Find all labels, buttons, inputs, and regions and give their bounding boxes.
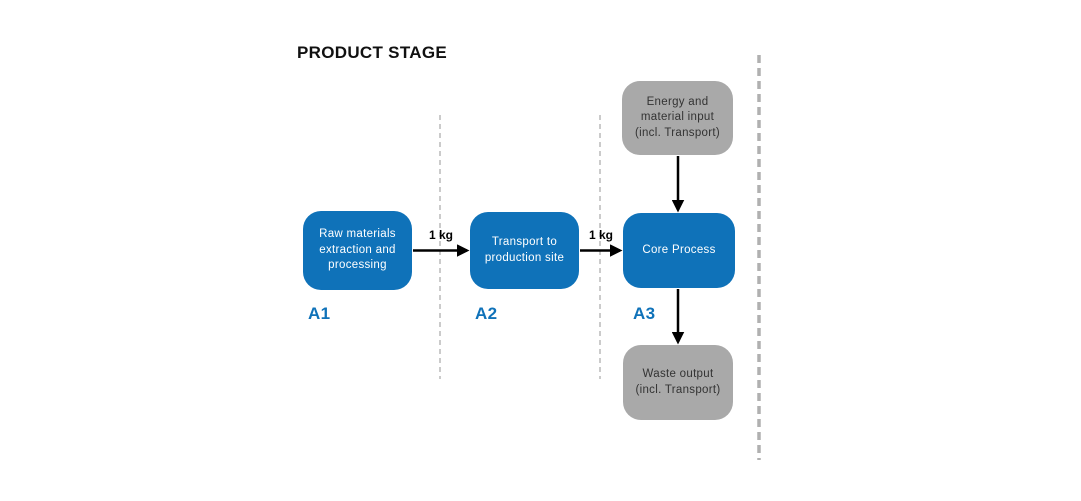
waste-output-box: Waste output (incl. Transport) [623, 345, 733, 420]
stage-box-a2-transport: Transport to production site [470, 212, 579, 289]
energy-input-box: Energy and material input (incl. Transpo… [622, 81, 733, 155]
flow-quantity-label-a2-a3: 1 kg [588, 228, 613, 242]
stage-box-a3-core-process: Core Process [623, 213, 735, 288]
diagram-title: PRODUCT STAGE [297, 43, 447, 62]
stage-label-a1: A1 [308, 304, 331, 323]
flow-quantity-label-a1-a2: 1 kg [428, 228, 453, 242]
stage-box-a1-raw-materials: Raw materials extraction and processing [303, 211, 412, 290]
stage-label-a3: A3 [633, 304, 656, 323]
stage-label-a2: A2 [475, 304, 498, 323]
